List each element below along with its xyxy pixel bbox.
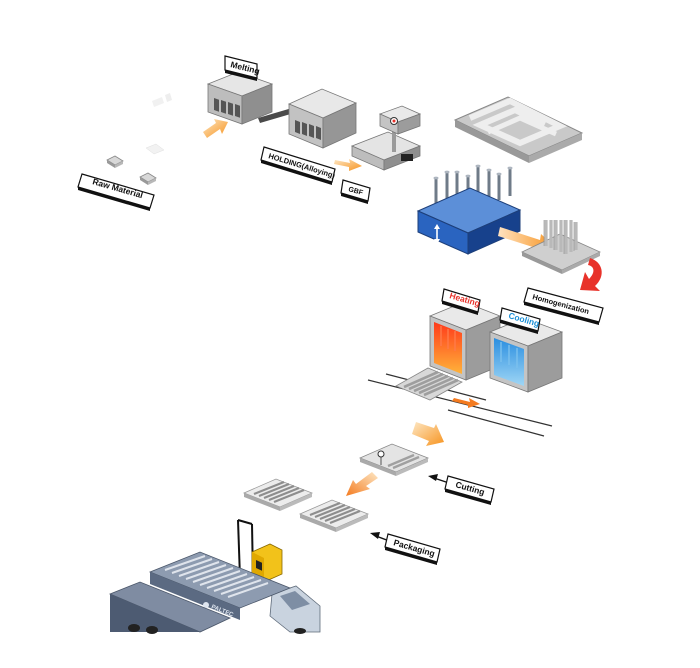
casting-machine [416,96,584,255]
holding-label: HOLDING(Alloying) [260,146,337,185]
package-bundle-right [298,499,370,532]
raw-material-stage: Raw Material [77,93,172,211]
cooling-chamber: Cooling [488,307,564,393]
gbf-outlet [401,154,413,161]
gbf-label: GBF [340,179,371,204]
rod-caps [433,164,513,180]
homogenization-arrow-icon [580,258,602,291]
billet-tray [395,367,463,401]
loaded-billets [164,555,269,598]
packaging-label: Packaging [384,533,441,565]
saw-icon [377,450,385,465]
melting-label: Melting [224,55,261,81]
arrow-to-cutting-icon [412,422,444,446]
gbf-text: GBF [347,186,364,197]
up-down-arrow-icon [434,224,440,244]
distribution-launder [453,96,584,163]
cutting-label: Cutting [444,475,495,505]
cooling-label: Cooling [499,307,541,334]
launder-pipe [258,108,294,123]
holding-window-icon [295,120,321,141]
billet-bundle [521,220,601,274]
rotor-icon [390,117,398,125]
heating-label: Heating [441,288,481,315]
melting-furnace: Melting [206,55,274,125]
shuttle-arrow-icon [452,398,480,408]
package-bundle-left [242,478,314,511]
holding-furnace [287,88,358,149]
truck-wheels [128,624,306,634]
arrow-to-melting-icon [203,119,228,138]
gbf-unit [350,105,422,171]
arrow-to-packaging-icon [346,472,378,496]
delivery-truck: PALTEC [108,551,321,634]
packaging-stage [242,478,370,532]
arrow-to-gbf-icon [334,159,362,171]
heating-chamber: Heating [428,288,502,381]
cutting-stage [358,443,430,476]
melting-window-icon [214,97,240,118]
raw-material-ingot-icon [106,155,157,185]
